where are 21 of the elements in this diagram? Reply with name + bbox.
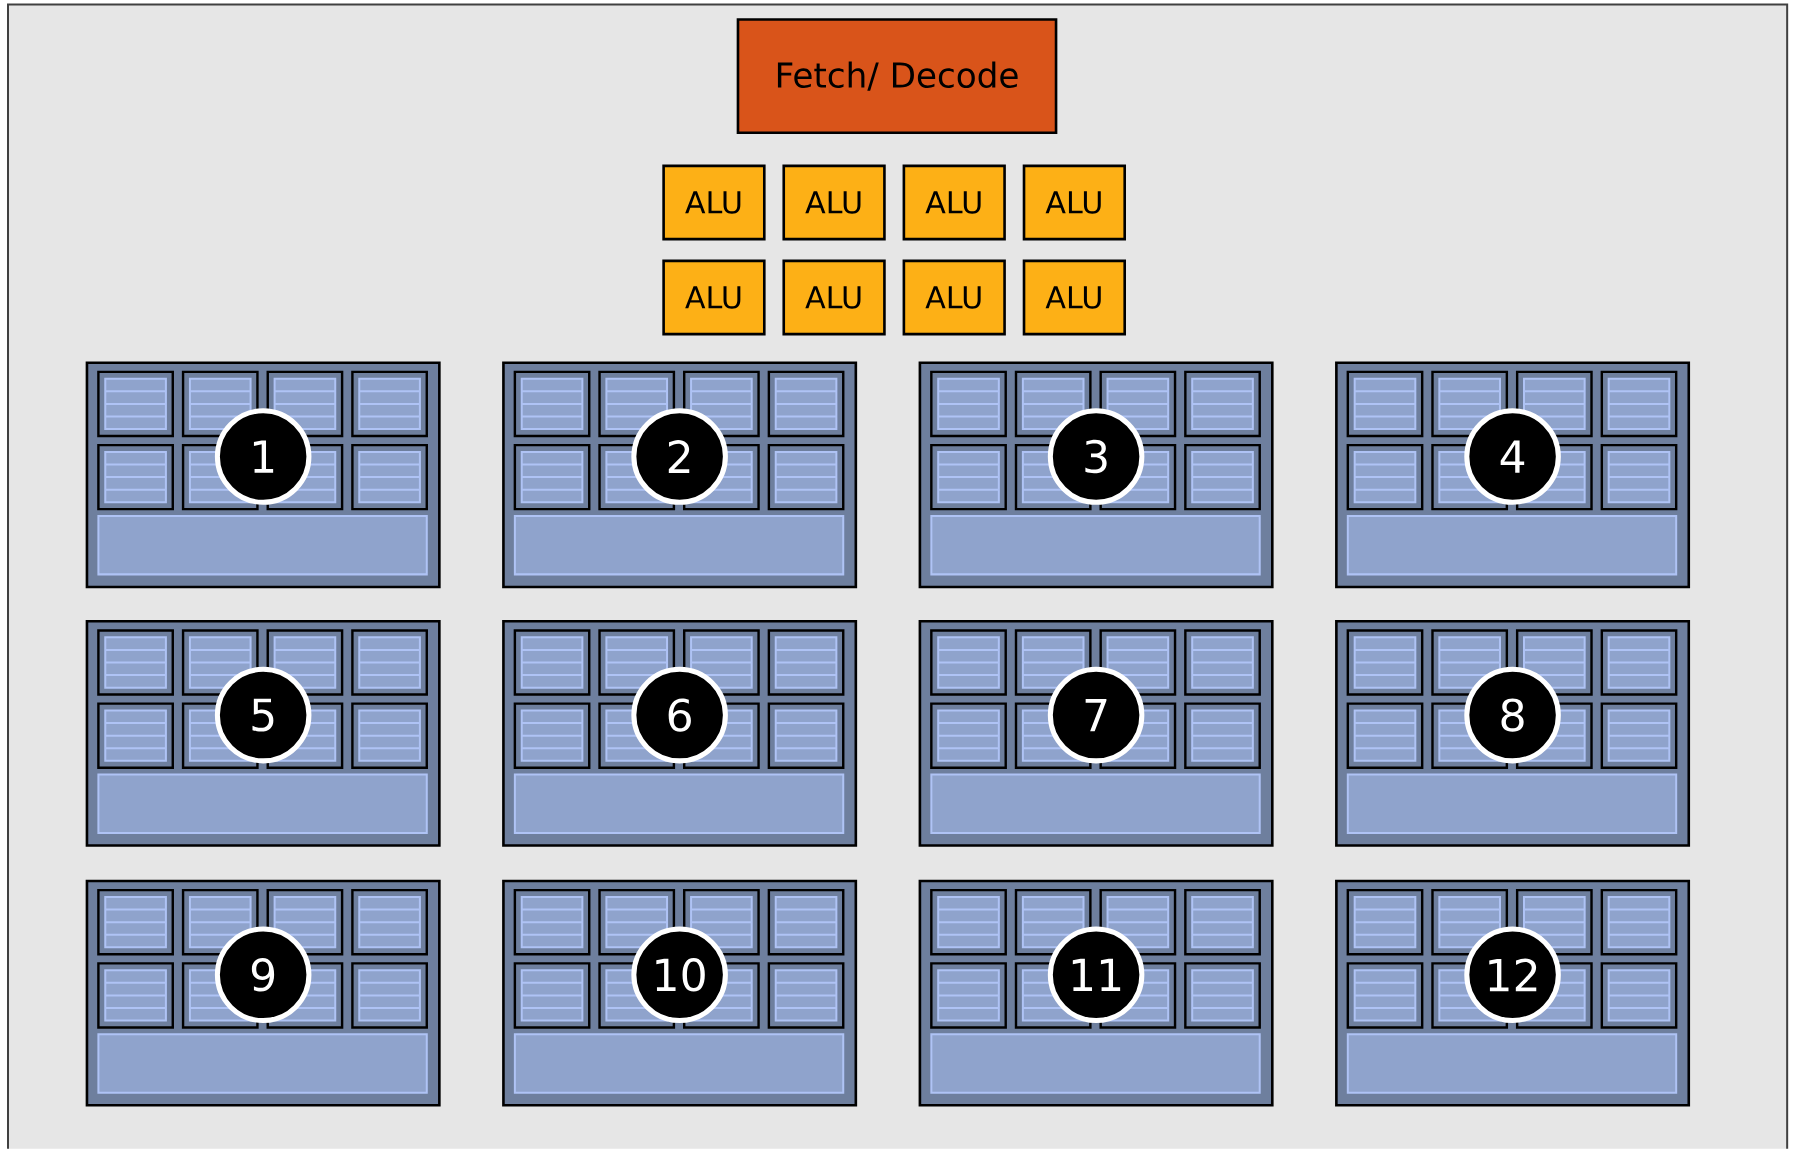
- register-block: [1335, 361, 1691, 589]
- register-block: [1335, 879, 1691, 1107]
- register-block: [502, 620, 858, 847]
- alu-box: ALU: [662, 164, 766, 241]
- register-block: [85, 620, 441, 847]
- alu-box: ALU: [902, 259, 1006, 336]
- register-block: [85, 879, 441, 1107]
- fetch-decode-box: Fetch/ Decode: [736, 18, 1058, 135]
- register-block: [502, 361, 858, 589]
- alu-box: ALU: [782, 259, 886, 336]
- alu-box: ALU: [902, 164, 1006, 241]
- alu-box: ALU: [1022, 164, 1126, 241]
- register-block: [502, 879, 858, 1107]
- register-block: [1335, 620, 1691, 847]
- alu-box: ALU: [662, 259, 766, 336]
- alu-box: ALU: [1022, 259, 1126, 336]
- alu-box: ALU: [782, 164, 886, 241]
- register-block: [918, 620, 1274, 847]
- register-block: [918, 879, 1274, 1107]
- register-block: [918, 361, 1274, 589]
- register-block: [85, 361, 441, 589]
